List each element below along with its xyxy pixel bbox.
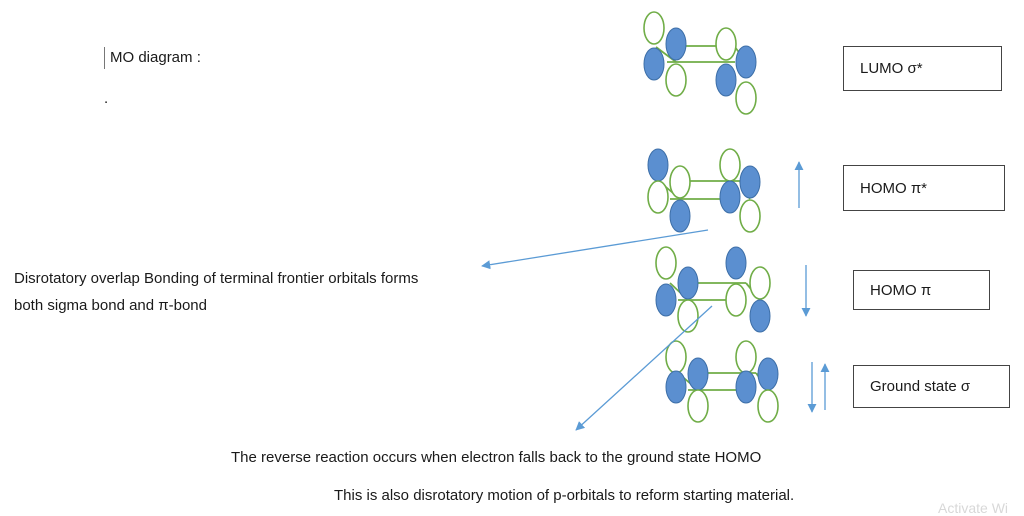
ground-state-sigma-box: Ground state σ — [853, 365, 1010, 408]
homo-pi-box: HOMO π — [853, 270, 990, 310]
open-p-lobe — [725, 283, 747, 317]
filled-p-lobe — [665, 370, 687, 404]
disrotatory-annotation-line1: Disrotatory overlap Bonding of terminal … — [14, 270, 419, 287]
filled-p-lobe — [719, 180, 741, 214]
open-p-lobe — [687, 389, 709, 423]
filled-p-lobe — [647, 148, 669, 182]
ground-state-label: Ground state σ — [870, 378, 971, 395]
open-p-lobe — [669, 165, 691, 199]
open-p-lobe — [647, 180, 669, 214]
open-p-lobe — [655, 246, 677, 280]
homo-pi-orbital-unit — [655, 246, 771, 333]
homo-pi-label: HOMO π — [870, 281, 932, 299]
filled-p-lobe — [735, 45, 757, 79]
open-p-lobe — [643, 11, 665, 45]
open-p-lobe — [739, 199, 761, 233]
ground-state-orbital-unit — [665, 340, 779, 423]
filled-p-lobe — [655, 283, 677, 317]
activate-windows-watermark: Activate Wi — [938, 500, 1009, 516]
reverse-reaction-text: The reverse reaction occurs when electro… — [231, 449, 762, 466]
disrotatory-annotation-line2: both sigma bond and π-bond — [14, 297, 207, 314]
lumo-orbital-unit — [643, 11, 757, 115]
mo-diagram-heading: MO diagram : — [110, 49, 201, 66]
homo-pi-star-orbital-unit — [647, 148, 761, 233]
filled-p-lobe — [715, 63, 737, 97]
filled-p-lobe — [643, 47, 665, 81]
open-p-lobe — [719, 148, 741, 182]
filled-p-lobe — [687, 357, 709, 391]
homo-pi-star-box: HOMO π* — [843, 165, 1005, 211]
open-p-lobe — [665, 63, 687, 97]
filled-p-lobe — [739, 165, 761, 199]
reverse-reaction-pointer-arrow — [575, 305, 713, 431]
open-p-lobe — [735, 81, 757, 115]
open-p-lobe — [757, 389, 779, 423]
text-cursor — [104, 47, 105, 69]
filled-p-lobe — [735, 370, 757, 404]
open-p-lobe — [715, 27, 737, 61]
filled-p-lobe — [757, 357, 779, 391]
lumo-label: LUMO σ* — [860, 60, 923, 77]
filled-p-lobe — [669, 199, 691, 233]
disrotatory-pointer-arrow — [481, 229, 709, 270]
open-p-lobe — [735, 340, 757, 374]
filled-p-lobe — [665, 27, 687, 61]
open-p-lobe — [749, 266, 771, 300]
filled-p-lobe — [725, 246, 747, 280]
filled-p-lobe — [677, 266, 699, 300]
disrotatory-motion-text: This is also disrotatory motion of p-orb… — [334, 487, 795, 504]
lumo-sigma-star-box: LUMO σ* — [843, 46, 1002, 91]
stray-dot: . — [104, 90, 109, 107]
homo-pi-star-label: HOMO π* — [860, 179, 928, 197]
filled-p-lobe — [749, 299, 771, 333]
